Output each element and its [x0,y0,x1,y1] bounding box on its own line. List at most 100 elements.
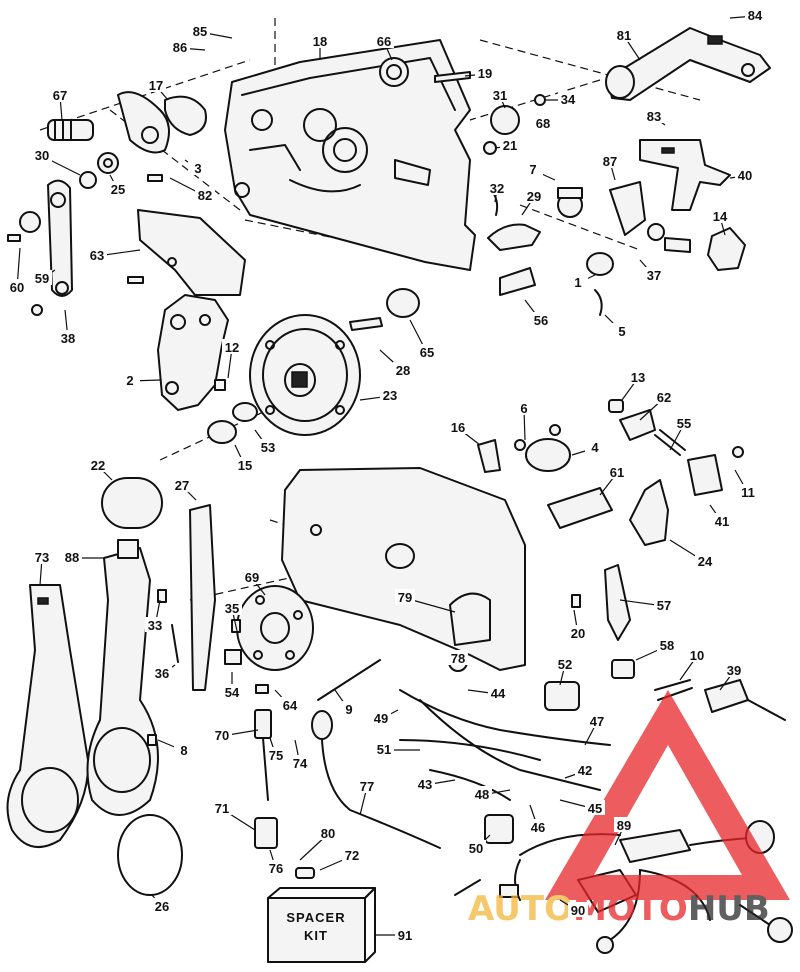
spacer-kit-line1: SPACER [286,910,345,925]
callout-12: 12 [225,340,239,355]
callout-background-67 [50,87,70,102]
callout-59: 59 [35,271,49,286]
callout-86: 86 [173,40,187,55]
callout-28: 28 [396,363,410,378]
callout-background-72 [342,847,362,862]
callout-21: 21 [503,138,517,153]
callout-background-78 [448,650,468,665]
callout-background-57 [654,597,674,612]
watermark-part-hub: HUB [688,889,770,929]
callout-background-46 [528,819,548,834]
callout-8: 8 [180,743,187,758]
callout-background-3 [188,160,208,175]
callout-42: 42 [578,763,592,778]
callout-60: 60 [10,280,24,295]
shift-gear-23 [249,314,361,436]
callout-background-61 [607,464,627,479]
callout-13: 13 [631,370,645,385]
callout-70: 70 [215,728,229,743]
callout-66: 66 [377,34,391,49]
callout-26: 26 [155,899,169,914]
callout-55: 55 [677,416,691,431]
wiring-harness [254,564,793,954]
callout-background-14 [710,208,730,223]
callout-background-80 [318,825,338,840]
callout-background-23 [380,387,400,402]
callout-75: 75 [269,748,283,763]
callout-background-32 [487,180,507,195]
callout-11: 11 [741,485,755,500]
callout-background-37 [644,267,664,282]
callout-56: 56 [534,313,548,328]
mid-right-small-parts [477,399,744,546]
callout-9: 9 [345,702,352,717]
callout-10: 10 [690,648,704,663]
callout-background-40 [735,167,755,182]
callout-background-9 [339,701,359,716]
callout-15: 15 [238,458,252,473]
callout-background-81 [614,27,634,42]
upper-control-housing [224,39,476,271]
callout-17: 17 [149,78,163,93]
callout-18: 18 [313,34,327,49]
callout-background-52 [555,656,575,671]
callout-background-27 [172,477,192,492]
callout-background-7 [523,161,543,176]
callout-79: 79 [398,590,412,605]
callout-background-18 [310,33,330,48]
callout-background-34 [558,91,578,106]
callout-background-82 [195,187,215,202]
callout-35: 35 [225,601,239,616]
upper-left-small-parts [7,91,246,316]
callout-background-63 [87,247,107,262]
callout-background-29 [524,188,544,203]
lower-control-housing [281,467,526,672]
callout-71: 71 [215,801,229,816]
spacer-kit-box: SPACER KIT [267,887,395,963]
callout-20: 20 [571,626,585,641]
callout-29: 29 [527,189,541,204]
callout-90: 90 [571,903,585,918]
callout-background-43 [415,776,435,791]
callout-background-21 [500,137,520,152]
callout-background-88 [62,549,82,564]
callout-34: 34 [561,92,576,107]
callout-2: 2 [126,373,133,388]
watermark-part-moto: MOTO [573,889,688,929]
callout-72: 72 [345,848,359,863]
callout-58: 58 [660,638,674,653]
callout-background-71 [212,800,232,815]
callout-74: 74 [293,756,308,771]
callout-85: 85 [193,24,207,39]
callout-32: 32 [490,181,504,196]
callout-16: 16 [451,420,465,435]
callout-39: 39 [727,663,741,678]
callout-78: 78 [451,651,465,666]
callout-background-62 [654,389,674,404]
callout-background-55 [674,415,694,430]
callout-background-79 [395,589,415,604]
callout-7: 7 [529,162,536,177]
callout-4: 4 [591,440,599,455]
callout-67: 67 [53,88,67,103]
automotohub-watermark-logo: AUTOMOTOHUB [468,690,790,929]
callout-19: 19 [478,66,492,81]
callout-background-31 [490,87,510,102]
callout-54: 54 [225,685,240,700]
watermark-part-auto: AUTO [468,889,573,929]
callout-background-10 [687,647,707,662]
callout-81: 81 [617,28,631,43]
callout-6: 6 [520,401,527,416]
callout-background-28 [393,362,413,377]
callout-background-11 [738,484,758,499]
callout-background-41 [712,513,732,528]
callout-62: 62 [657,390,671,405]
callout-14: 14 [713,209,728,224]
callout-background-56 [531,312,551,327]
callout-background-87 [600,153,620,168]
callout-background-85 [190,23,210,38]
callout-background-38 [58,330,78,345]
misc-lower-left-parts [117,504,314,896]
watermark-text: AUTOMOTOHUB [468,889,770,929]
callout-68: 68 [536,116,550,131]
